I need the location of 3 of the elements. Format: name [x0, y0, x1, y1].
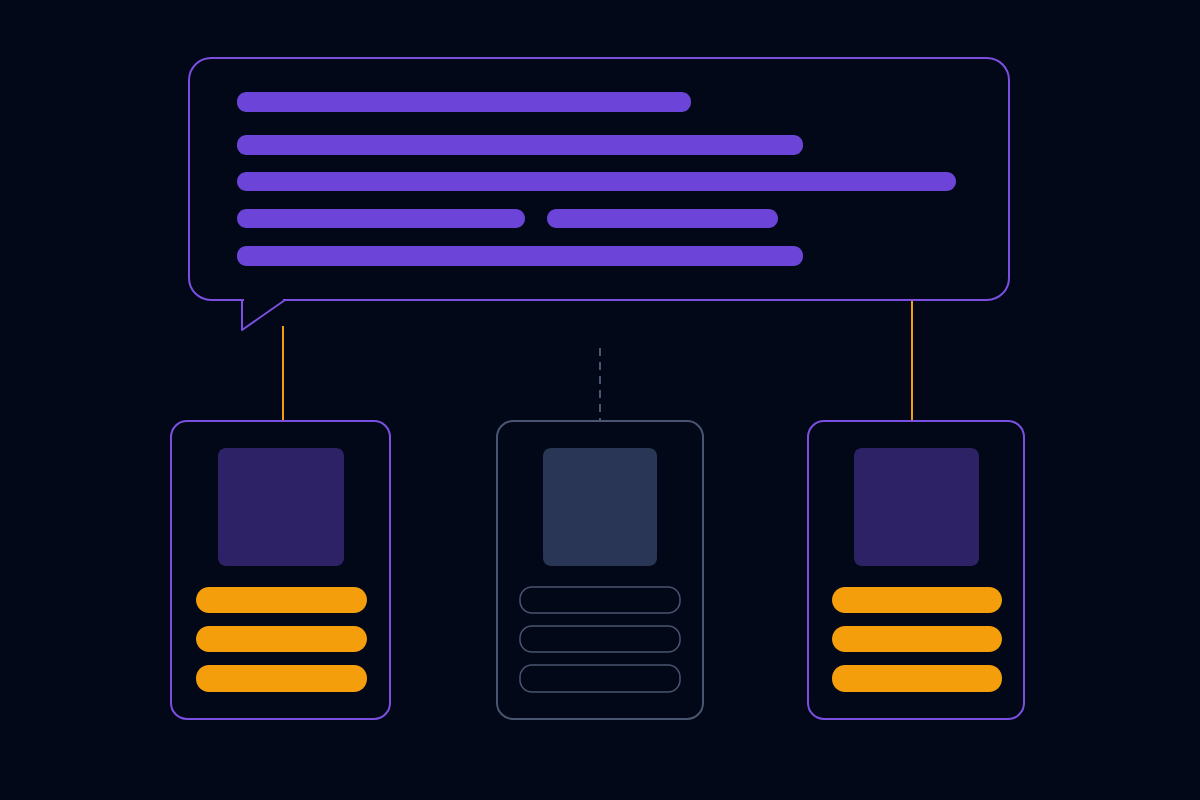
connector-line — [911, 300, 913, 421]
connector-line — [282, 325, 284, 421]
connector-line — [599, 347, 601, 421]
